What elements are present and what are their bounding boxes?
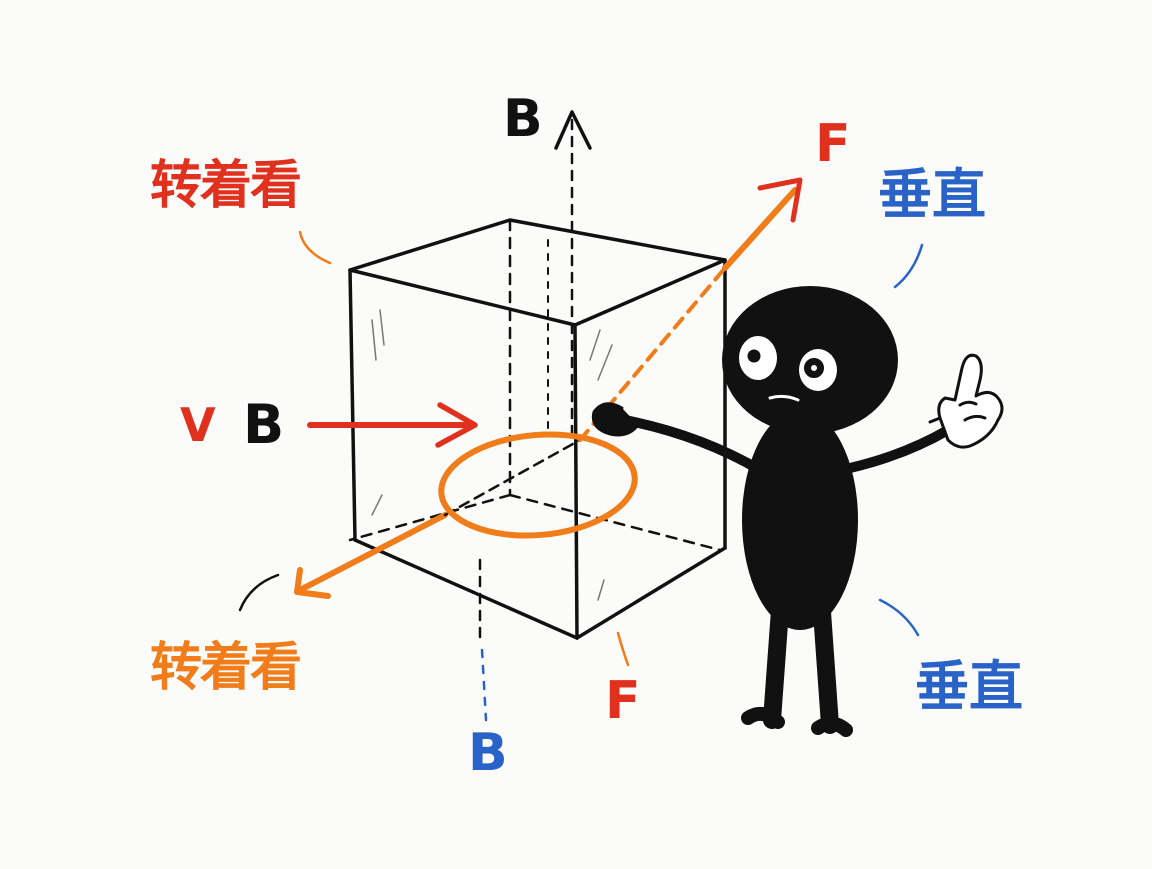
label-f-bottom: F [605,671,641,731]
label-f-top: F [815,114,851,174]
callout-lines [238,230,924,667]
label-b-top: B [503,89,543,149]
label-b-left: B [243,393,285,456]
cube-glass-reflections [371,309,613,601]
f-force-axis [294,177,803,599]
cube-hidden-edges [348,218,722,552]
stick-figure-icon [591,286,953,737]
v-velocity-arrow [307,402,478,448]
label-rotate-bottom: 转着看 [150,638,302,698]
rotation-loop [438,431,638,539]
label-perpendicular-top: 垂直 [878,163,986,226]
pointing-hand-icon [928,353,1004,449]
label-b-bottom: B [468,723,508,783]
b-field-axis [478,110,592,722]
label-rotate-top: 转着看 [150,156,302,216]
label-perpendicular-bottom: 垂直 [915,655,1023,718]
label-v: V [180,398,216,452]
cube-outline [348,218,727,640]
